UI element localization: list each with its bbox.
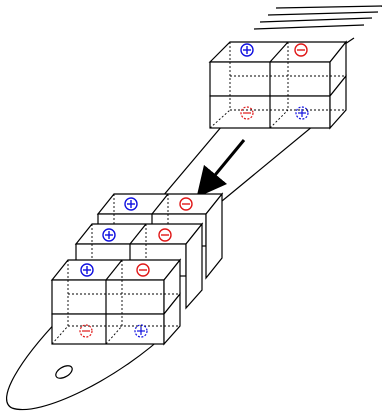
arrow-down-left-icon [196, 139, 246, 198]
top-module [208, 40, 348, 130]
minus-circle-icon [179, 197, 193, 211]
plus-circle-icon [240, 43, 254, 57]
plus-circle-icon [102, 228, 116, 242]
plus-circle-icon [295, 106, 309, 120]
minus-circle-icon [79, 324, 93, 338]
plus-circle-icon [80, 263, 94, 277]
strip-hole [55, 365, 73, 379]
plus-circle-icon [134, 324, 148, 338]
stack-module-3 [50, 258, 182, 346]
minus-circle-icon [294, 43, 308, 57]
minus-circle-icon [136, 263, 150, 277]
minus-circle-icon [240, 106, 254, 120]
sheet-stack-marks [253, 5, 383, 30]
minus-circle-icon [158, 228, 172, 242]
plus-circle-icon [124, 197, 138, 211]
